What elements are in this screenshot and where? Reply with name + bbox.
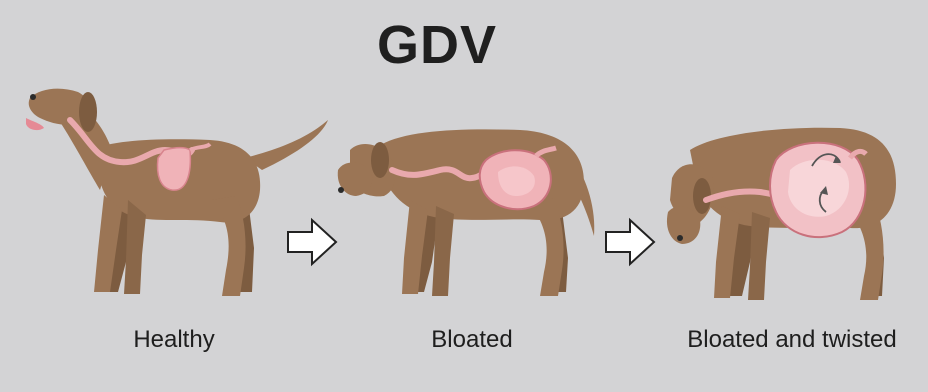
arrow-right-icon	[606, 220, 654, 264]
dog-bloated-twisted	[667, 128, 896, 300]
stage-label-healthy: Healthy	[74, 326, 274, 354]
stage-label-bloated-twisted: Bloated and twisted	[662, 326, 922, 354]
dog-healthy	[26, 89, 328, 296]
dog-bloated	[338, 129, 595, 296]
stage-label-bloated: Bloated	[372, 326, 572, 354]
arrow-right-icon	[288, 220, 336, 264]
